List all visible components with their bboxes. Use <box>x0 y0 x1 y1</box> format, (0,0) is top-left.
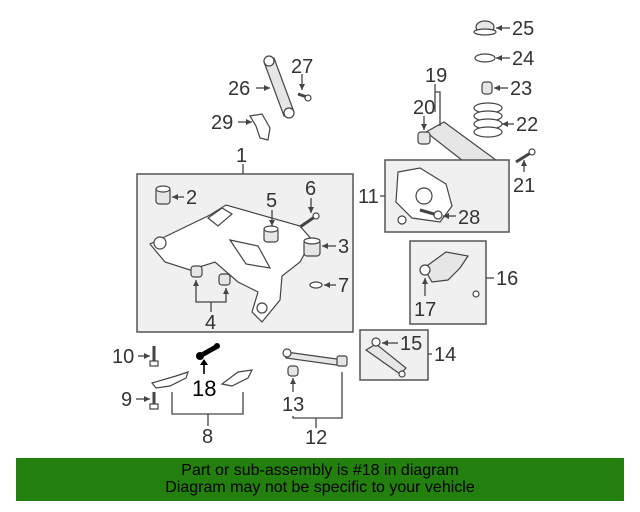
callout-20: 20 <box>413 97 435 119</box>
callout-29: 29 <box>211 112 233 134</box>
callout-13: 13 <box>282 394 304 416</box>
callout-12: 12 <box>305 427 327 449</box>
banner-line-1: Part or sub-assembly is #18 in diagram <box>181 462 459 479</box>
bump-stop-part-23 <box>481 81 493 95</box>
bolt-part-18 <box>196 343 220 360</box>
callout-1: 1 <box>236 145 247 167</box>
callout-19: 19 <box>425 65 447 87</box>
info-banner: Part or sub-assembly is #18 in diagram D… <box>16 458 624 501</box>
bolt-part-9 <box>149 392 159 410</box>
callout-3: 3 <box>338 236 349 258</box>
lateral-link-part-14 <box>364 337 407 378</box>
bolt-part-28 <box>419 208 443 220</box>
bushing-part-4 <box>190 265 231 286</box>
callout-28: 28 <box>458 207 480 229</box>
callout-8: 8 <box>202 426 213 448</box>
callout-9: 9 <box>121 389 132 411</box>
link-part-8 <box>150 369 254 389</box>
callout-2: 2 <box>186 187 197 209</box>
callout-5: 5 <box>266 190 277 212</box>
bolt-part-6 <box>299 212 320 229</box>
spring-seat-part-24 <box>474 53 496 63</box>
callout-14: 14 <box>434 344 456 366</box>
trailing-link-part-12 <box>282 348 348 377</box>
callout-27: 27 <box>291 56 313 78</box>
mount-part-25 <box>473 20 497 36</box>
bushing-part-5 <box>263 225 279 243</box>
callout-25: 25 <box>512 18 534 40</box>
bolt-part-21 <box>515 148 536 164</box>
bushing-part-2 <box>155 185 171 205</box>
bracket-part-29 <box>249 113 271 141</box>
arm-panel-14 <box>359 329 429 381</box>
shock-absorber-part-26 <box>263 55 295 119</box>
callout-6: 6 <box>305 178 316 200</box>
banner-line-2: Diagram may not be specific to your vehi… <box>165 479 475 496</box>
mount-part-3 <box>303 237 321 257</box>
callout-4: 4 <box>205 312 216 334</box>
callout-17: 17 <box>414 299 436 321</box>
control-arm-part-16 <box>419 251 480 298</box>
callout-21: 21 <box>513 175 535 197</box>
callout-23: 23 <box>510 78 532 100</box>
callout-15: 15 <box>400 333 422 355</box>
bolt-part-10 <box>149 346 159 367</box>
callout-7: 7 <box>338 275 349 297</box>
coil-spring-part-22 <box>473 102 503 138</box>
callout-18: 18 <box>192 376 216 401</box>
callout-26: 26 <box>228 78 250 100</box>
exploded-parts-diagram: 1 2 5 6 3 7 4 <box>112 18 538 449</box>
bolt-part-27 <box>297 92 312 102</box>
callout-11: 11 <box>358 186 379 208</box>
bushing-part-20 <box>417 131 431 145</box>
callout-16: 16 <box>496 268 518 290</box>
callout-24: 24 <box>512 48 534 70</box>
washer-part-7 <box>309 281 323 289</box>
callout-10: 10 <box>112 346 134 368</box>
knuckle-part-11 <box>395 167 453 225</box>
callout-22: 22 <box>516 114 538 136</box>
